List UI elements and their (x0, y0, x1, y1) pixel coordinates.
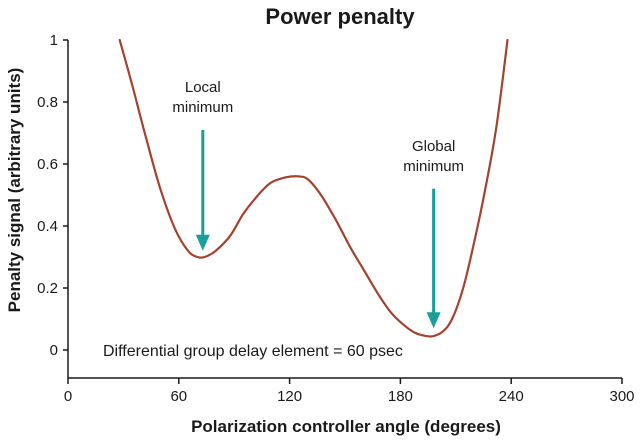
local-minimum-arrow-head (195, 234, 210, 251)
y-tick-label: 1 (50, 32, 58, 49)
plot-area (118, 38, 509, 338)
y-tick-label: 0.4 (37, 218, 58, 235)
differential-delay-note: Differential group delay element = 60 ps… (103, 343, 403, 360)
local-minimum-label: Local (185, 79, 221, 96)
local-minimum-label: minimum (172, 99, 233, 116)
y-axis-title: Penalty signal (arbitrary units) (5, 68, 24, 313)
global-minimum-arrow-head (426, 312, 441, 329)
y-tick-label: 0.2 (37, 280, 58, 297)
x-tick-label: 120 (277, 388, 302, 405)
x-tick-label: 300 (609, 388, 634, 405)
chart-title: Power penalty (265, 4, 415, 29)
global-minimum-label: minimum (403, 158, 464, 175)
x-tick-label: 0 (64, 388, 72, 405)
x-axis-title: Polarization controller angle (degrees) (191, 417, 501, 436)
x-tick-label: 180 (388, 388, 413, 405)
global-minimum-label: Global (412, 138, 455, 155)
y-tick-label: 0.8 (37, 94, 58, 111)
y-tick-label: 0 (50, 342, 58, 359)
y-tick-label: 0.6 (37, 156, 58, 173)
penalty-curve (118, 38, 509, 338)
x-tick-label: 240 (499, 388, 524, 405)
x-tick-label: 60 (170, 388, 187, 405)
axes: 0 0.2 0.4 0.6 0.8 1 0 60 120 180 240 300 (37, 32, 634, 405)
